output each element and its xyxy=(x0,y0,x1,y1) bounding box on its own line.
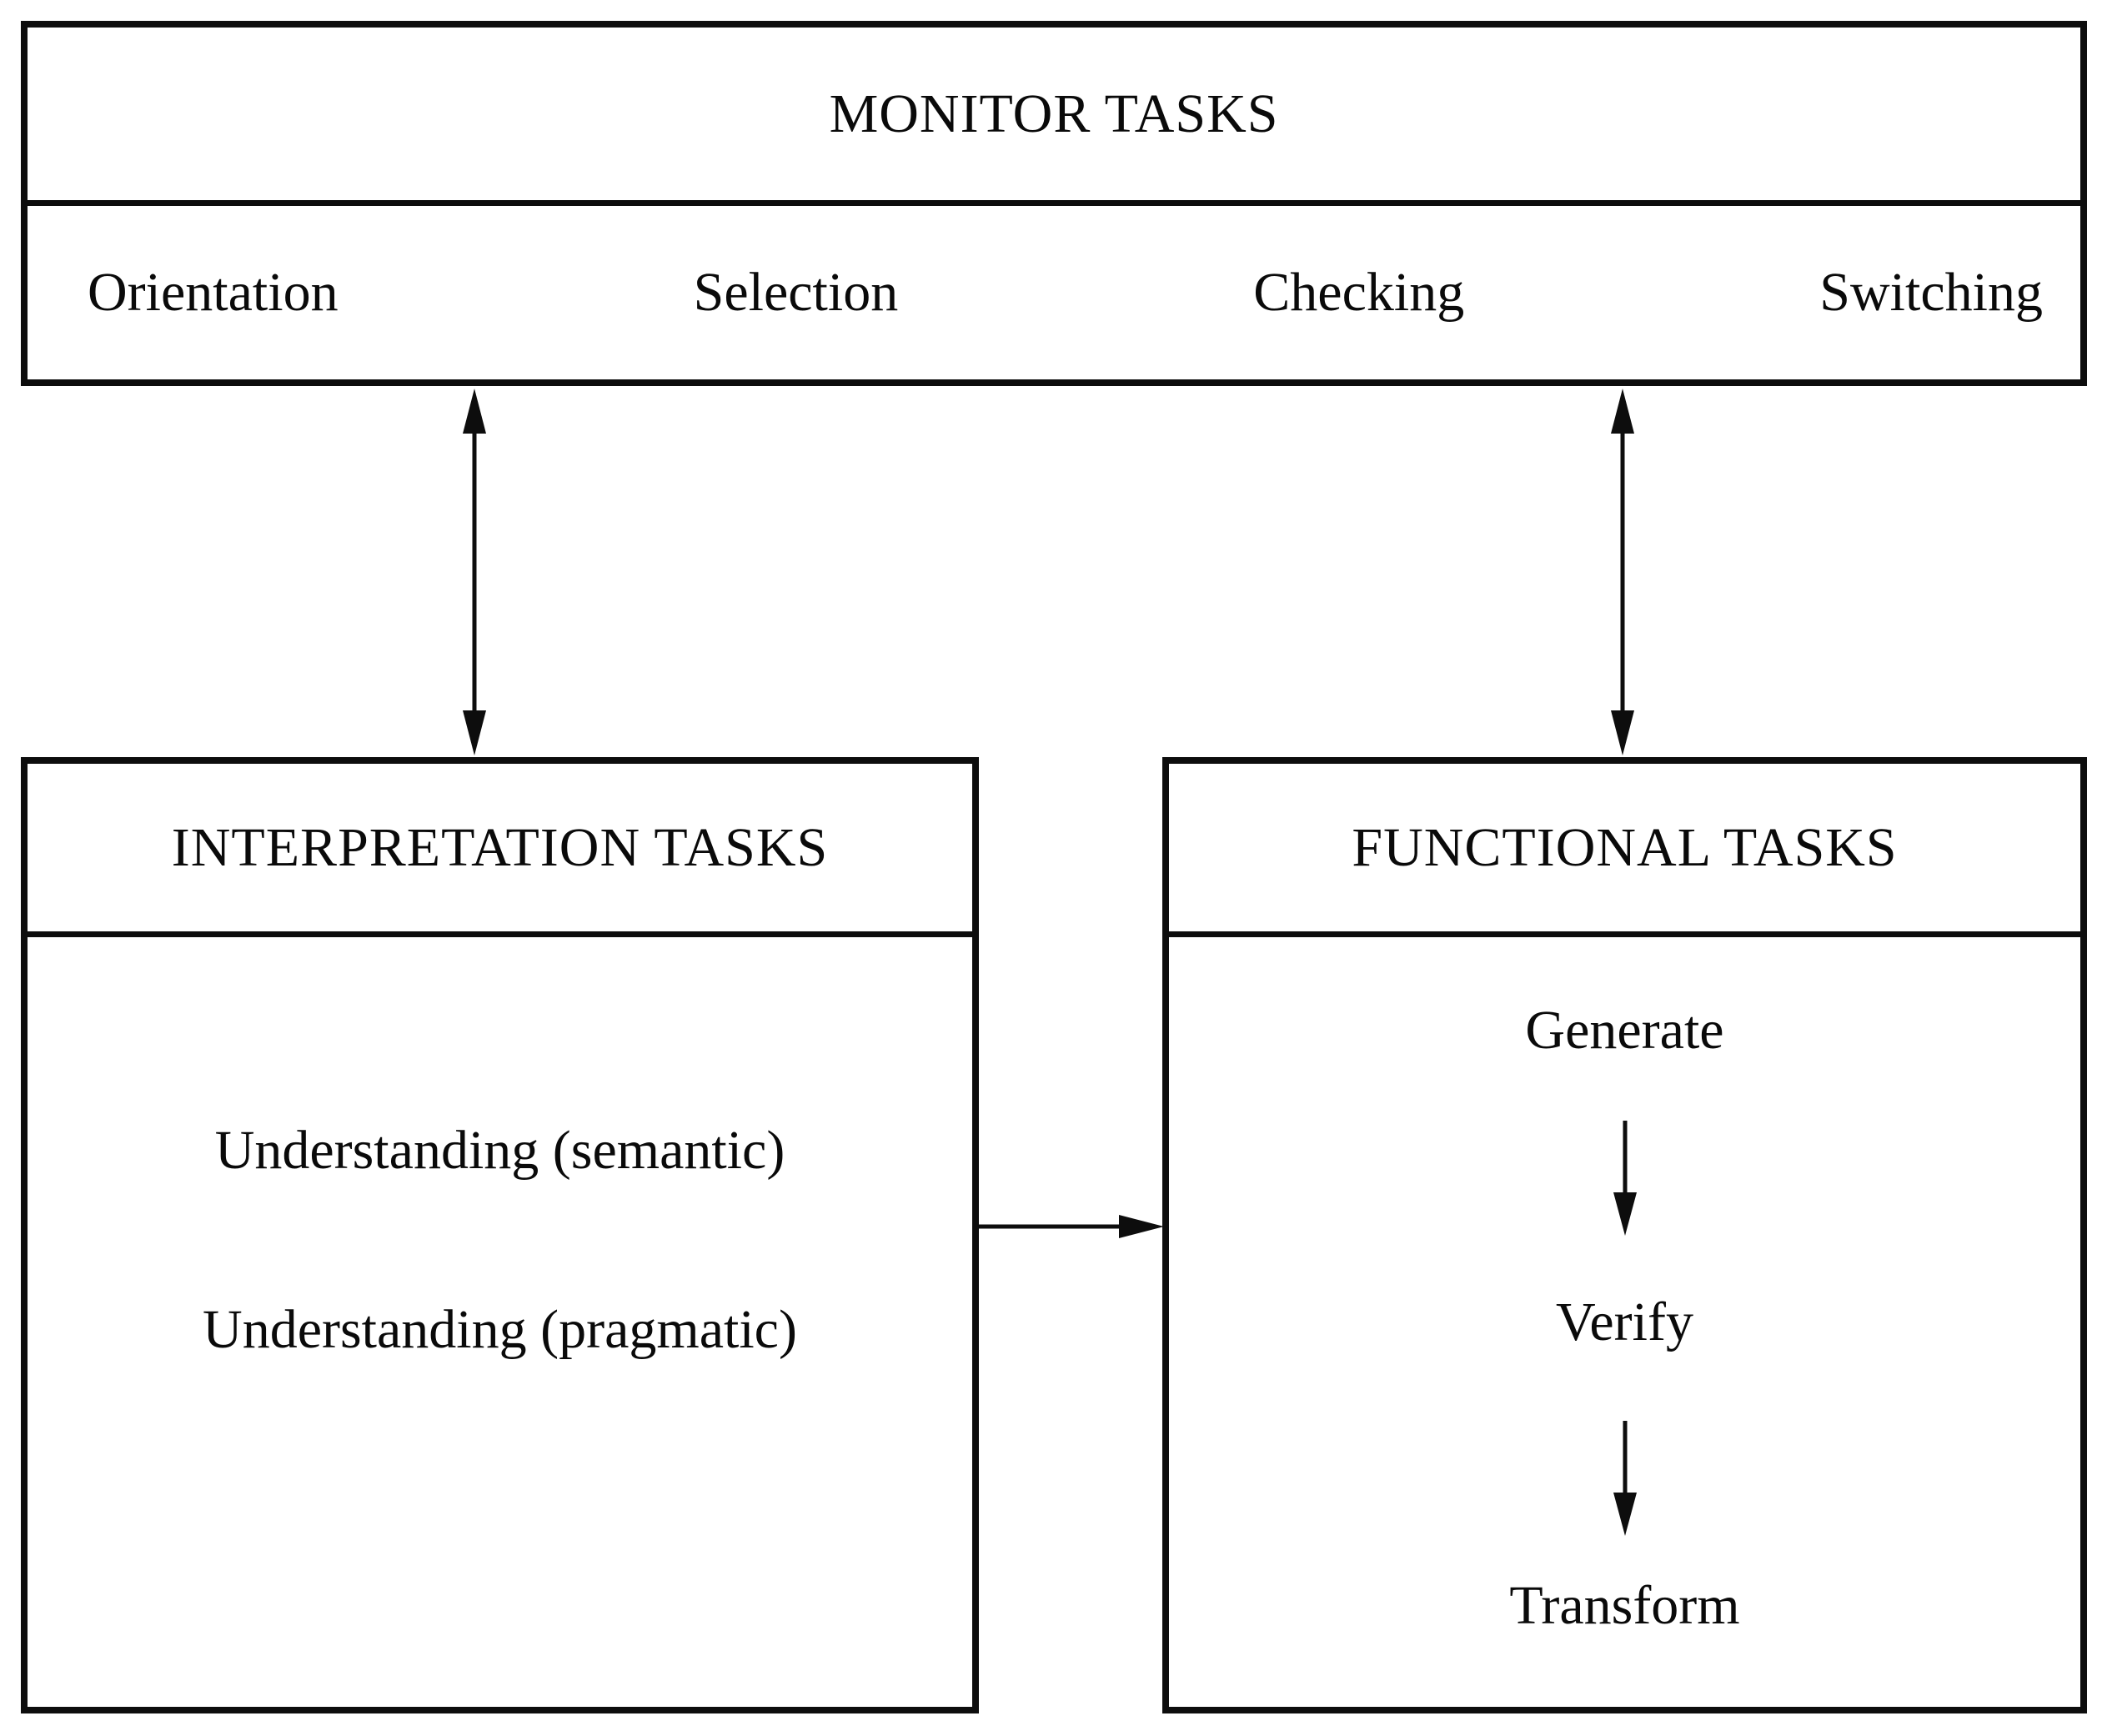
interpretation-tasks-content: Understanding (semantic) Understanding (… xyxy=(28,937,972,1367)
functional-tasks-box: FUNCTIONAL TASKS Generate Verify Transfo… xyxy=(1162,757,2087,1713)
monitor-item-orientation: Orientation xyxy=(88,262,339,323)
interpretation-functional-arrow-icon xyxy=(972,1215,1164,1238)
functional-step-transform: Transform xyxy=(1509,1575,1740,1636)
interpretation-tasks-title: INTERPRETATION TASKS xyxy=(28,764,972,937)
functional-tasks-content: Generate Verify Transform xyxy=(1169,937,2080,1643)
monitor-item-selection: Selection xyxy=(693,262,899,323)
interpretation-item-pragmatic: Understanding (pragmatic) xyxy=(203,1299,797,1360)
monitor-functional-double-arrow-icon xyxy=(1611,389,1634,755)
verify-transform-down-arrow-icon xyxy=(1613,1421,1637,1536)
monitor-tasks-title: MONITOR TASKS xyxy=(28,28,2080,206)
functional-step-verify: Verify xyxy=(1556,1292,1693,1352)
monitor-tasks-row: Orientation Selection Checking Switching xyxy=(28,206,2080,379)
monitor-interpretation-double-arrow-icon xyxy=(463,389,486,755)
interpretation-item-semantic: Understanding (semantic) xyxy=(214,1120,785,1181)
generate-verify-down-arrow-icon xyxy=(1613,1121,1637,1236)
interpretation-tasks-box: INTERPRETATION TASKS Understanding (sema… xyxy=(21,757,979,1713)
functional-step-generate: Generate xyxy=(1525,1000,1724,1061)
monitor-item-checking: Checking xyxy=(1253,262,1465,323)
monitor-item-switching: Switching xyxy=(1819,262,2043,323)
monitor-tasks-box: MONITOR TASKS Orientation Selection Chec… xyxy=(21,21,2087,386)
functional-tasks-title: FUNCTIONAL TASKS xyxy=(1169,764,2080,937)
